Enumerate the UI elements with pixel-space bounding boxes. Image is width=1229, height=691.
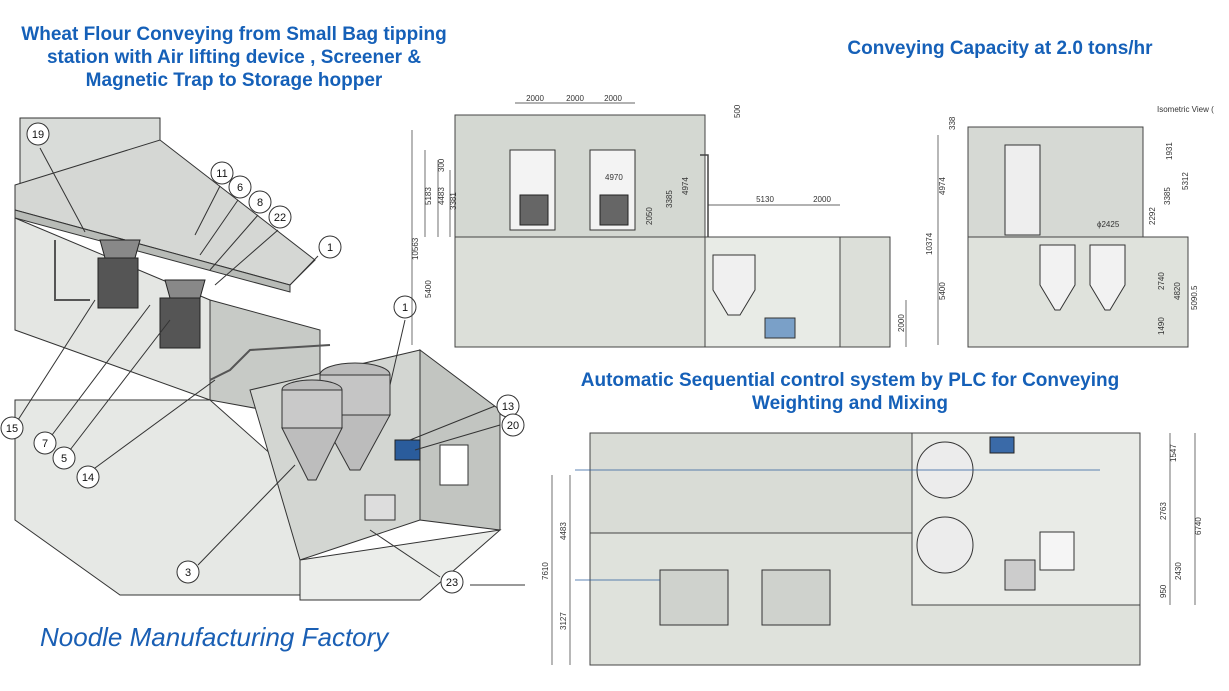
front-dim-5130: 5130 [756,195,774,204]
front-elevation: 2000 2000 2000 500 10563 5183 4483 3381 … [411,94,907,348]
callout-20-label: 20 [507,420,519,432]
plan-dim-1547: 1547 [1169,444,1178,462]
side-dim-5400: 5400 [938,282,947,300]
callout-3: 3 [176,464,296,584]
callout-19-label: 19 [32,129,44,141]
plan-dim-6740: 6740 [1194,517,1203,535]
side-dim-338: 338 [948,116,957,130]
plan-dim-7610: 7610 [541,562,550,580]
main-title: Wheat Flour Conveying from Small Bag tip… [0,24,468,92]
footer-caption: Noodle Manufacturing Factory [40,622,389,652]
callout-6-label: 6 [237,182,243,194]
front-dim-4483: 4483 [437,187,446,205]
main-title-line-2: station with Air lifting device , Screen… [46,46,422,68]
side-dim-1931: 1931 [1165,142,1174,160]
plan-dim-4483: 4483 [559,522,568,540]
callout-22: 22 [214,205,292,286]
callout-15-label: 15 [6,423,18,435]
front-dim-5183: 5183 [424,187,433,205]
front-dim-2050: 2050 [645,207,654,225]
callout-3-label: 3 [185,567,191,579]
callout-1a-label: 1 [327,242,333,254]
callout-22-label: 22 [274,212,286,224]
plan-dim-3127: 3127 [559,612,568,630]
callout-1a: 1 [289,235,342,286]
side-dim-2292: 2292 [1148,207,1157,225]
callout-14: 14 [76,379,216,489]
side-dim-4820: 4820 [1173,282,1182,300]
callout-20: 20 [414,413,525,451]
front-top-dim-2: 2000 [566,94,584,103]
plc-title-line-2: Weighting and Mixing [752,392,948,414]
callout-23-label: 23 [446,577,458,589]
side-dim-5312: 5312 [1181,172,1190,190]
callout-1b: 1 [389,295,417,386]
side-view-label: Isometric View ( [1157,105,1214,114]
front-right-top-dim: 500 [733,104,742,118]
main-title-line-3: Magnetic Trap to Storage hopper [85,69,383,91]
front-bottom-right-dim: 2000 [897,314,906,332]
front-dim-5400: 5400 [424,280,433,298]
callout-11-label: 11 [216,168,227,180]
callout-7: 7 [33,304,151,455]
plan-dim-2430: 2430 [1174,562,1183,580]
side-dim-4974: 4974 [938,177,947,195]
front-dim-4974: 4974 [681,177,690,195]
callout-7-label: 7 [42,438,48,450]
side-dim-5090-5: 5090.5 [1190,285,1199,310]
front-dim-3381: 3381 [449,192,458,210]
callout-8: 8 [209,190,272,271]
callout-14-label: 14 [82,472,94,484]
front-dim-10563: 10563 [411,237,420,260]
callout-13: 13 [409,394,520,441]
side-dim-2740: 2740 [1157,272,1166,290]
plc-title-line-1: Automatic Sequential control system by P… [580,370,1120,391]
callout-group: 19 11 6 8 22 1 1 15 7 5 14 13 20 3 23 [0,122,525,594]
callout-11: 11 [194,161,234,236]
side-diameter: ϕ2425 [1097,220,1120,229]
callout-6: 6 [199,175,252,256]
isometric-building [14,117,525,601]
side-dim-10374: 10374 [925,232,934,255]
front-dim-4970: 4970 [605,173,623,182]
callout-23: 23 [369,529,464,594]
callout-5: 5 [52,319,171,470]
side-dim-3385: 3385 [1163,187,1172,205]
plan-dim-950: 950 [1159,584,1168,598]
callout-13-label: 13 [502,401,514,413]
front-dim-2000: 2000 [813,195,831,204]
front-top-dim-3: 2000 [604,94,622,103]
plan-dim-2763: 2763 [1159,502,1168,520]
main-title-line-1: Wheat Flour Conveying from Small Bag tip… [21,24,447,45]
callout-8-label: 8 [257,197,263,209]
front-dim-3385: 3385 [665,190,674,208]
callout-19: 19 [26,122,86,233]
front-dim-300: 300 [437,158,446,172]
plc-title: Automatic Sequential control system by P… [540,370,1160,416]
side-elevation: Isometric View ( 338 4974 10374 5400 193… [925,105,1214,348]
callout-1b-label: 1 [402,302,408,314]
callout-5-label: 5 [61,453,67,465]
plan-view: 7610 4483 3127 1547 2763 6740 2430 950 [541,432,1203,666]
side-dim-1490: 1490 [1157,317,1166,335]
capacity-title: Conveying Capacity at 2.0 tons/hr [847,38,1153,59]
callout-15: 15 [0,299,96,440]
front-top-dim-1: 2000 [526,94,544,103]
